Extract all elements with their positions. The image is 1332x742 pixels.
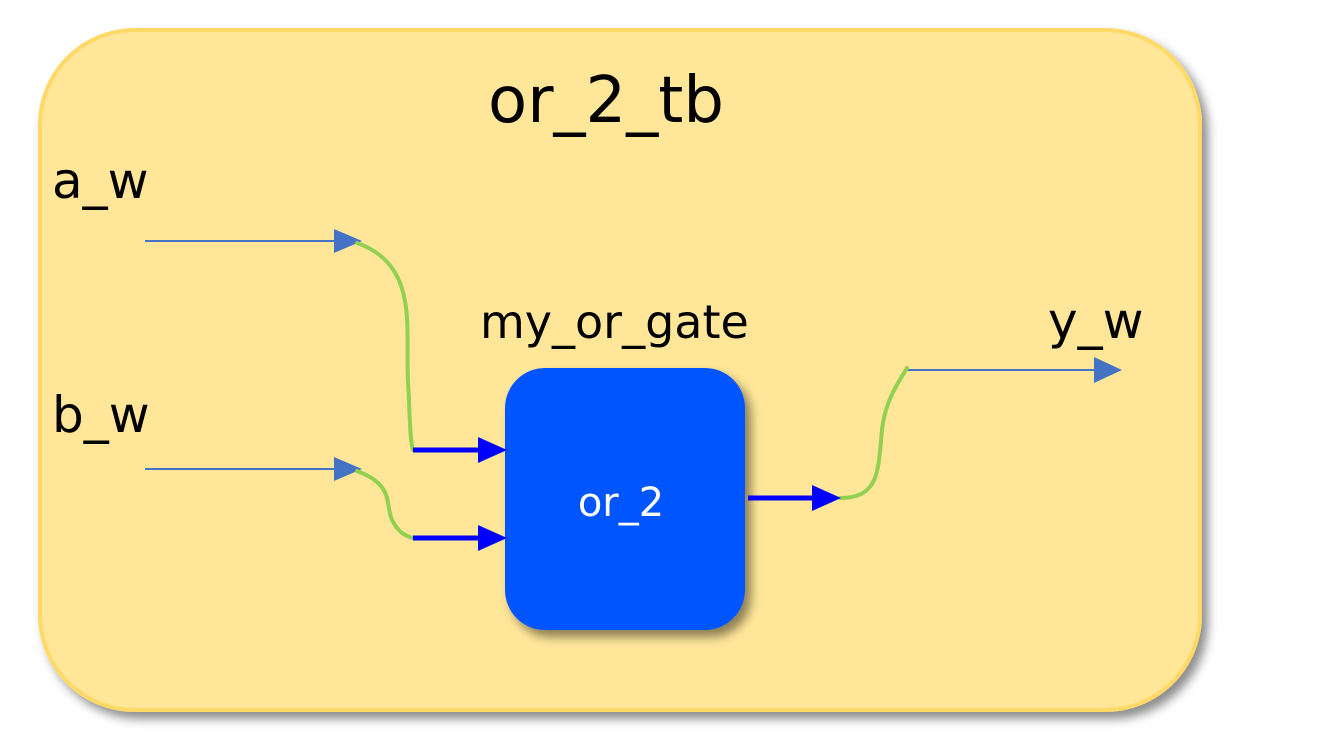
signal-arrow-a <box>145 229 362 253</box>
port-arrow-input-a <box>413 437 507 463</box>
port-arrow-input-b <box>413 525 507 551</box>
instance-name-label: my_or_gate <box>480 295 749 349</box>
signal-label-a: a_w <box>52 152 149 210</box>
signal-label-b: b_w <box>52 386 150 444</box>
signal-label-y: y_w <box>1048 292 1143 350</box>
connection-wire-a <box>355 241 415 452</box>
connection-wire-b <box>355 469 415 540</box>
testbench-title: or_2_tb <box>488 64 724 138</box>
connection-wire-y <box>838 366 909 500</box>
instance-block <box>505 368 745 630</box>
signal-arrow-y <box>905 357 1122 383</box>
signal-arrow-b <box>145 457 362 481</box>
module-name-label: or_2 <box>578 480 664 526</box>
port-arrow-output-y <box>748 485 841 511</box>
